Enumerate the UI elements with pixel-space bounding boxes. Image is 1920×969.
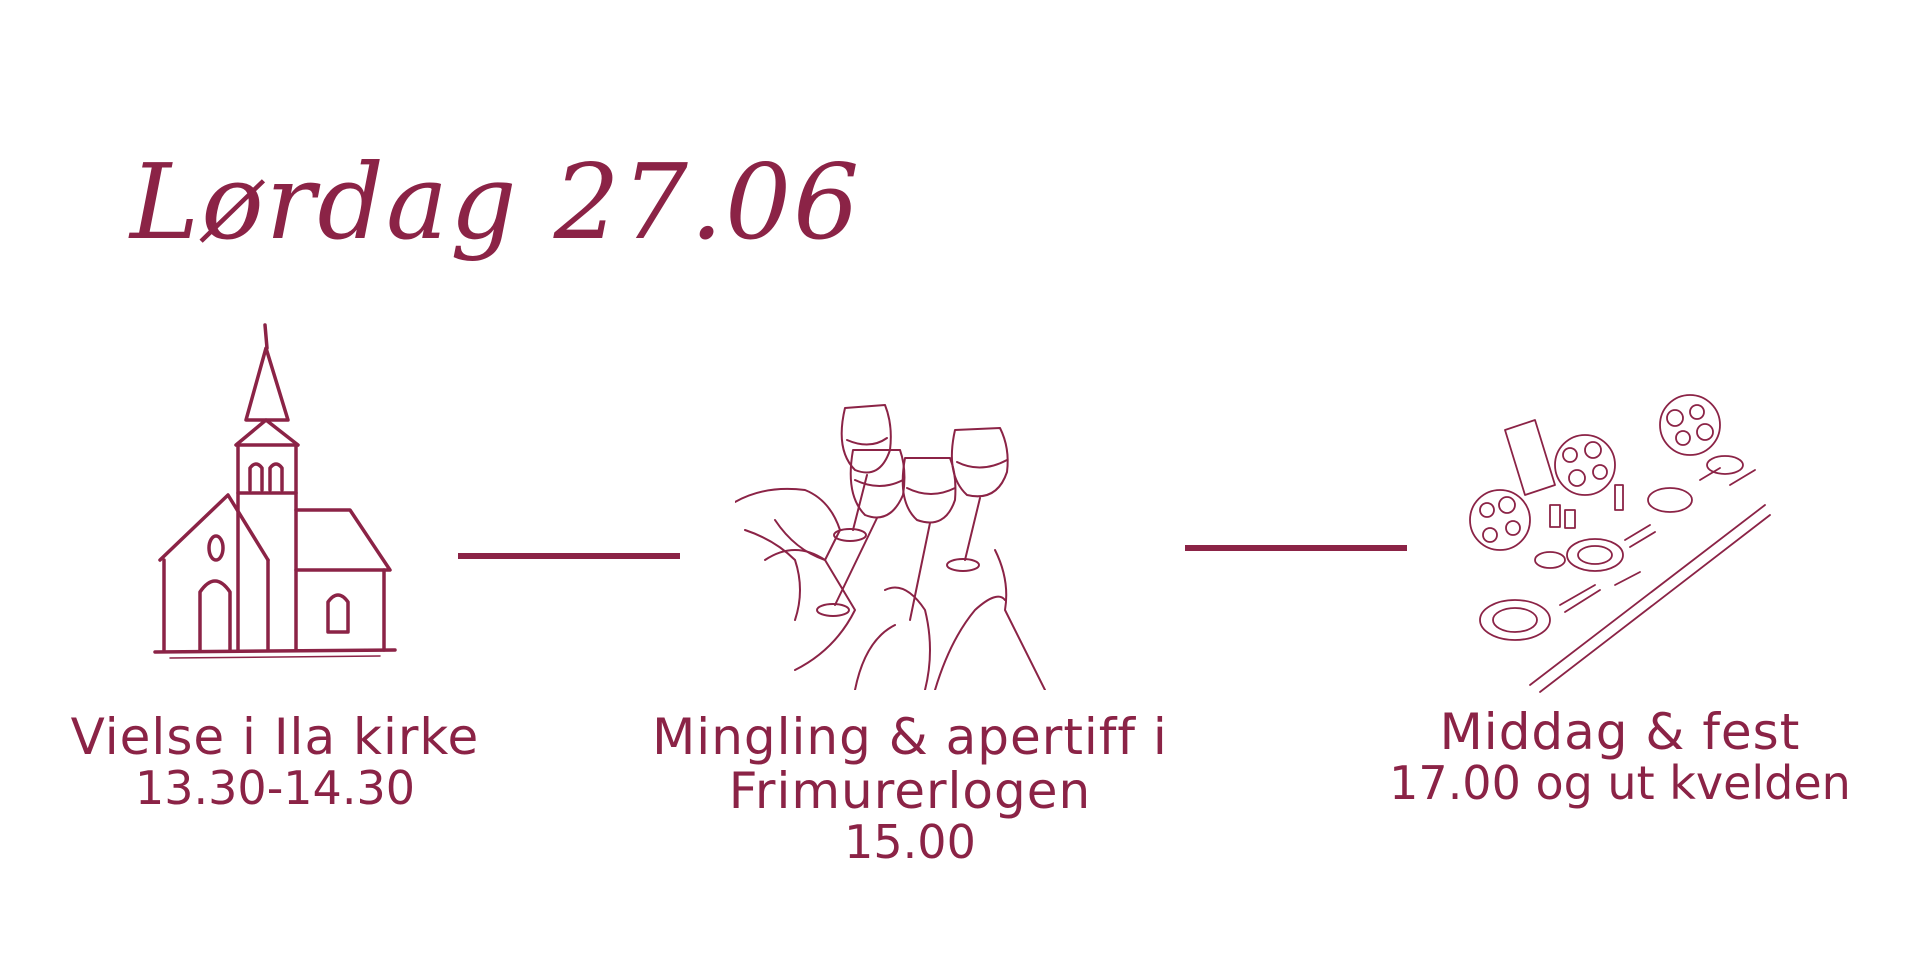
timeline-connector [1185,545,1407,551]
timeline-connector [458,553,680,559]
event-caption-mingling: Mingling & apertiff i Frimurerlogen 15.0… [615,710,1205,868]
event-caption-dinner: Middag & fest 17.00 og ut kvelden [1340,705,1900,809]
dinner-table-icon [1465,390,1775,695]
event-caption-ceremony: Vielse i Ila kirke 13.30-14.30 [35,710,515,814]
event-time: 17.00 og ut kvelden [1389,756,1851,810]
page-title: Lørdag 27.06 [130,141,862,263]
toasting-glasses-icon [735,390,1065,690]
event-time: 15.00 [844,815,976,869]
event-label: Vielse i Ila kirke [70,708,480,766]
event-label: Mingling & apertiff i [652,708,1168,766]
event-time: 13.30-14.30 [135,761,415,815]
event-label: Middag & fest [1439,703,1801,761]
event-label: Frimurerlogen [728,762,1092,820]
church-icon [150,320,400,665]
